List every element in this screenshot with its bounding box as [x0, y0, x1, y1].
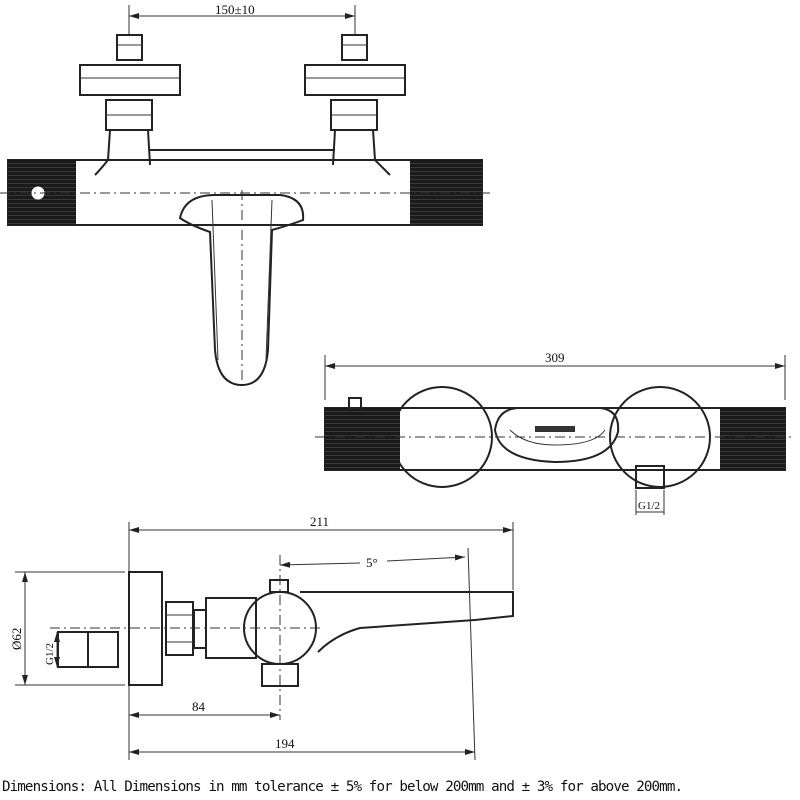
dim-outlet-thread-label: G1/2	[638, 500, 660, 512]
left-inlet	[79, 34, 181, 176]
front-view: 309 G1/2	[315, 350, 795, 515]
right-inlet	[304, 34, 406, 176]
dim-flange-diameter-label: Ø62	[9, 628, 24, 650]
dim-projection-label: 211	[310, 514, 329, 529]
side-view: 211 5° Ø62 G1/2 84 194	[9, 514, 514, 761]
right-knurled-handle-front	[720, 408, 785, 470]
dimensions-caption: Dimensions: All Dimensions in mm toleran…	[2, 779, 683, 795]
dim-spout-label: 194	[275, 736, 295, 751]
dim-centre-label: 84	[192, 699, 206, 714]
spout-top	[178, 194, 305, 387]
dim-length-label: 309	[545, 350, 565, 365]
dim-inlet-spacing-label: 150±10	[215, 2, 255, 17]
top-view: 150±10	[0, 2, 490, 390]
dim-angle-label: 5°	[366, 555, 378, 570]
left-knurled-handle-front	[325, 408, 400, 470]
dim-inlet-thread-label: G1/2	[44, 643, 56, 665]
